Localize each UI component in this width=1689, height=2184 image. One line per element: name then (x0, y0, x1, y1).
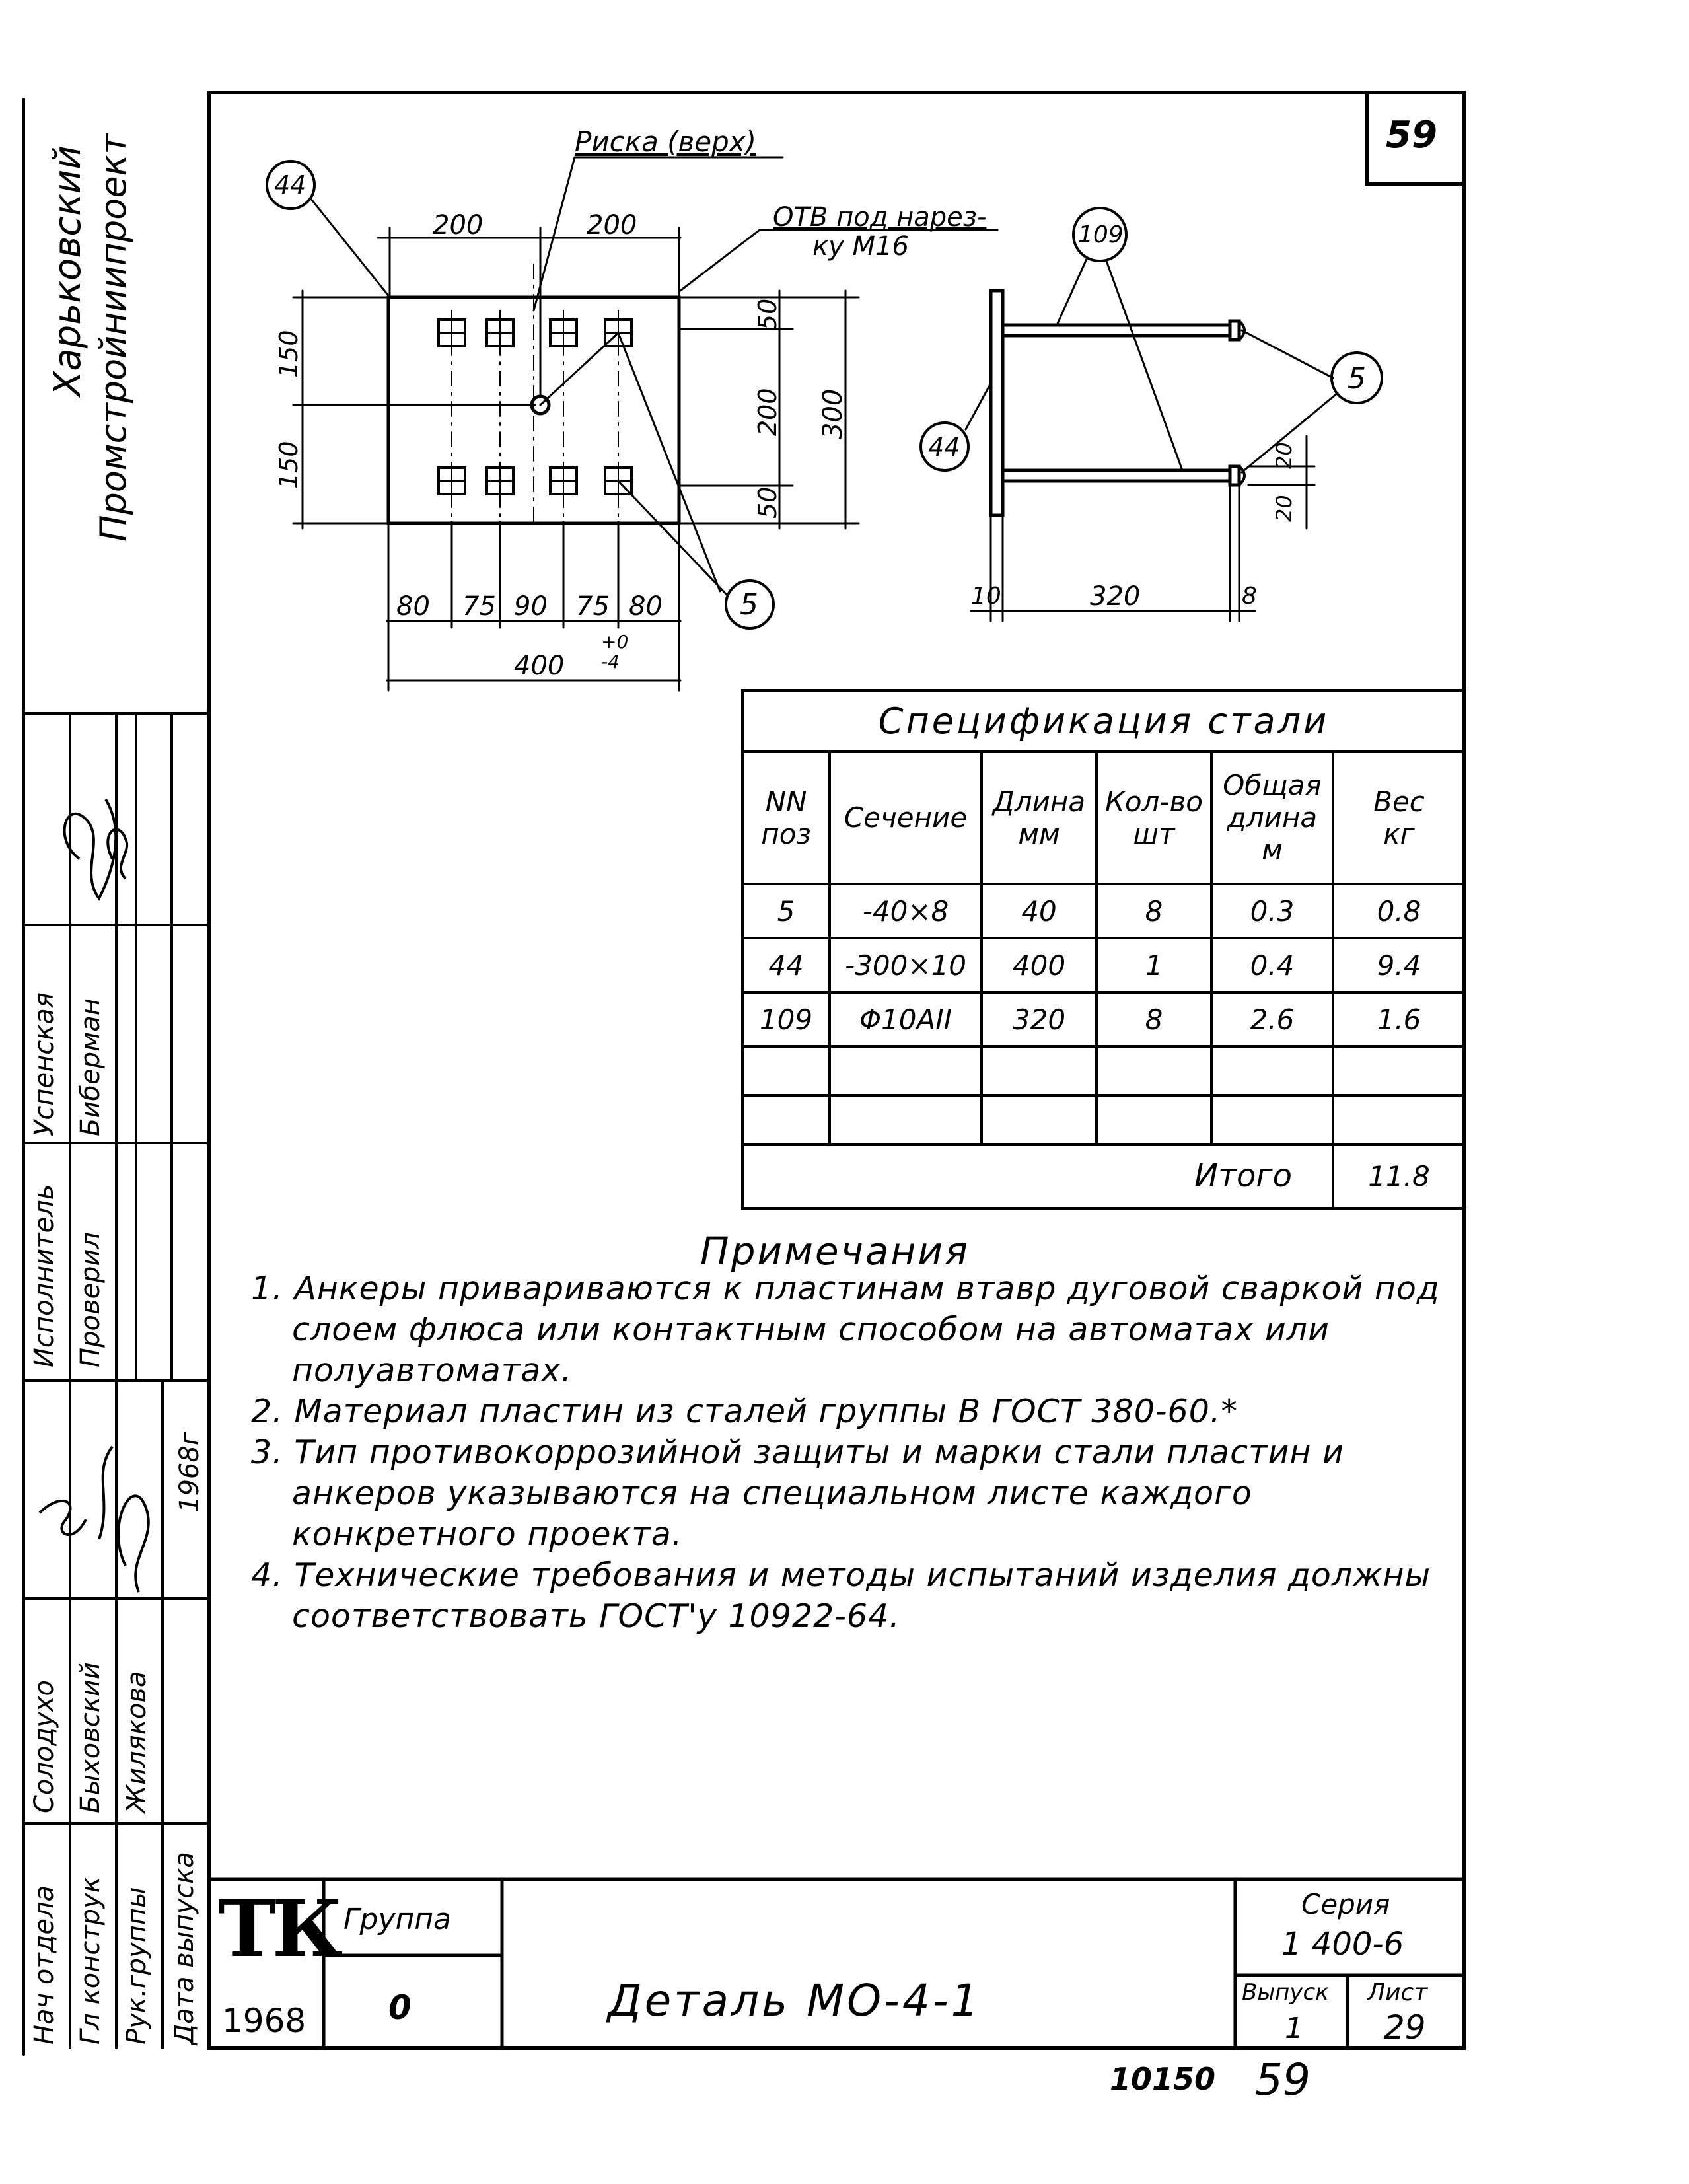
dim-bottom-total: 400 (514, 651, 565, 681)
role-nach-otdela: Нач отдела (29, 1885, 59, 2045)
dim-bottom-80b: 80 (629, 591, 663, 622)
tk-logo: ТК (218, 1883, 343, 1975)
role-proveril: Проверил (75, 1231, 106, 1367)
issue-label: Выпуск (1242, 1979, 1329, 2006)
drawing-title: Деталь МО-4-1 (608, 1975, 982, 2026)
table-row (741, 1045, 1466, 1097)
sheet-number-top: 59 (1386, 114, 1437, 157)
balloon-44-side: 44 (928, 433, 960, 462)
notes-title: Примечания (700, 1229, 970, 1274)
balloon-109: 109 (1078, 221, 1124, 248)
sheet-value: 29 (1384, 2008, 1426, 2047)
role-gl-konstruk: Гл конструк (75, 1877, 106, 2045)
dim-side-washer-b: 20 (1272, 495, 1297, 522)
issue-value: 1 (1285, 2012, 1303, 2045)
name-bykhovsky: Быховский (75, 1662, 106, 1813)
side-view (989, 289, 1246, 517)
title-block-grid (207, 1877, 1466, 2050)
group-value: 0 (388, 1988, 412, 2027)
spec-title: Спецификация стали (741, 689, 1466, 753)
dim-side-washer-a: 20 (1272, 442, 1297, 469)
role-data-vypuska: Дата выпуска (169, 1852, 199, 2045)
dim-right-bottom: 50 (753, 486, 782, 519)
dim-bottom-75a: 75 (462, 591, 496, 622)
balloon-5-side: 5 (1348, 362, 1366, 396)
dim-top-left: 200 (433, 210, 484, 240)
series-value: 1 400-6 (1281, 1926, 1404, 1963)
dim-top-right: 200 (587, 210, 637, 240)
archive-number: 10150 (1110, 2061, 1216, 2097)
dim-right-total: 300 (818, 388, 848, 439)
page-number-bottom: 59 (1255, 2055, 1311, 2105)
group-label: Группа (343, 1903, 451, 1936)
balloon-44-plan: 44 (274, 170, 306, 200)
label-hole-note-2: ку М16 (812, 231, 909, 262)
series-label: Серия (1301, 1888, 1390, 1920)
dim-left-upper: 150 (274, 330, 303, 378)
note-1: 1. Анкеры привариваются к пластинам втав… (251, 1270, 1440, 1389)
label-hole-note-1: ОТВ под нарез- (773, 202, 987, 233)
dim-bottom-80a: 80 (396, 591, 430, 622)
table-row (741, 1094, 1466, 1146)
spec-total-label: Итого (741, 1142, 1334, 1210)
role-ispolnitel: Исполнитель (29, 1184, 59, 1367)
side-stamp-grid (22, 712, 210, 2049)
dim-side-length: 320 (1090, 581, 1141, 612)
dim-right-mid: 200 (753, 388, 782, 436)
note-3: 3. Тип противокоррозийной защиты и марки… (251, 1434, 1344, 1553)
role-ruk-gruppy: Рук.группы (122, 1887, 152, 2045)
stamp-year: 1968г (174, 1432, 205, 1513)
note-2: 2. Материал пластин из сталей группы В Г… (251, 1393, 1238, 1430)
spec-header-section: Сечение (828, 750, 983, 885)
dim-tolerance-minus: -4 (601, 651, 620, 673)
label-risk-top: Риска (верх) (575, 126, 757, 158)
dim-left-lower: 150 (274, 441, 303, 489)
sheet-label: Лист (1367, 1979, 1428, 2006)
note-4: 4. Технические требования и методы испыт… (251, 1556, 1431, 1635)
dim-tolerance-plus: +0 (601, 631, 629, 653)
org-name-line1: Харьковский (46, 145, 89, 396)
spec-total-row: Итого 11.8 (741, 1142, 1466, 1210)
org-name-line2: Промстройниипроект (92, 133, 134, 542)
name-zhilyakova: Жилякова (122, 1671, 152, 1813)
dim-bottom-75b: 75 (576, 591, 610, 622)
anchor-squares (437, 318, 633, 495)
name-biberman: Биберман (75, 998, 106, 1136)
sheet-number-box (1365, 91, 1466, 186)
name-uspenskaya: Успенская (29, 992, 59, 1136)
dim-right-top: 50 (753, 298, 782, 330)
dim-side-end: 8 (1242, 583, 1257, 610)
balloon-5-plan: 5 (740, 588, 758, 622)
spec-total-value: 11.8 (1332, 1142, 1466, 1210)
dim-bottom-90: 90 (514, 591, 548, 622)
notes-list: 1. Анкеры привариваются к пластинам втав… (251, 1268, 1453, 1637)
tk-logo-year: 1968 (222, 2002, 306, 2040)
dim-side-plate: 10 (971, 583, 1001, 610)
name-solodukho: Солодухо (29, 1680, 59, 1813)
